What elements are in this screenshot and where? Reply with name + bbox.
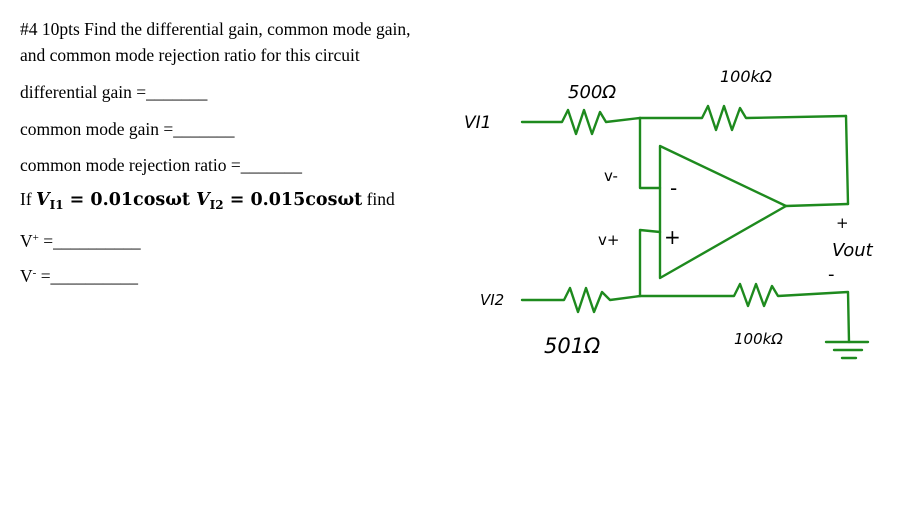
- cmrr-line: common mode rejection ratio =_______: [20, 154, 302, 176]
- vminus-label: V: [20, 266, 33, 286]
- find-word: find: [362, 189, 395, 209]
- vi2-expression: = 0.015cosωt: [223, 190, 363, 210]
- output-label: Vout: [832, 240, 874, 261]
- wire-noninverting-input: [638, 228, 662, 298]
- input-signals-line: If VI1 = 0.01cosωt VI2 = 0.015cosωt find: [20, 188, 395, 216]
- vplus-label: V: [20, 231, 33, 251]
- r2-label: 100kΩ: [720, 67, 773, 86]
- common-mode-gain-line: common mode gain =_______: [20, 118, 235, 140]
- vi1-subscript: I1: [49, 198, 64, 212]
- cmrr-blank: _______: [240, 155, 303, 175]
- wire-output: [784, 202, 850, 208]
- resistor-r2: [638, 104, 848, 132]
- cmrr-label: common mode rejection ratio =: [20, 155, 241, 175]
- common-mode-gain-blank: _______: [173, 119, 235, 139]
- vminus-superscript: -: [32, 267, 37, 279]
- resistor-r3: [520, 286, 642, 314]
- vi2-subscript: I2: [209, 198, 224, 212]
- vi1-equation: VI1 = 0.01cosωt: [36, 190, 197, 212]
- vi1-label: VI1: [464, 113, 491, 133]
- vminus-node-label: v-: [604, 167, 618, 185]
- vi1-expression: = 0.01cosωt: [63, 190, 197, 210]
- r1-label: 500Ω: [568, 82, 616, 103]
- r4-label: 100kΩ: [734, 330, 783, 348]
- vplus-node-label: v+: [598, 231, 619, 249]
- resistor-r4: [638, 282, 851, 344]
- inverting-sign: -: [670, 176, 677, 200]
- circuit-wires: [520, 104, 870, 360]
- vplus-line: V+ =__________: [20, 227, 141, 252]
- op-amp-triangle: [658, 144, 788, 280]
- common-mode-gain-label: common mode gain =: [20, 119, 174, 139]
- differential-gain-label: differential gain =: [20, 82, 147, 102]
- vplus-superscript: +: [32, 232, 39, 244]
- vi1-symbol: V: [36, 190, 50, 210]
- wire-feedback-to-output: [844, 114, 850, 206]
- question-title-line1: #4 10pts Find the differential gain, com…: [20, 19, 411, 39]
- vi2-symbol: V: [196, 190, 210, 210]
- output-minus-sign: -: [828, 264, 835, 285]
- vminus-line: V- =__________: [20, 262, 138, 287]
- vi2-equation: VI2 = 0.015cosωt: [196, 190, 363, 212]
- question-title-line2: and common mode rejection ratio for this…: [20, 45, 360, 65]
- vminus-blank: =__________: [36, 266, 139, 286]
- resistor-r1: [520, 108, 642, 136]
- wire-inverting-input: [638, 116, 662, 190]
- r3-label: 501Ω: [544, 334, 600, 358]
- output-plus-sign: +: [836, 214, 849, 232]
- if-prefix: If: [20, 189, 37, 209]
- differential-gain-blank: _______: [146, 82, 208, 102]
- differential-gain-line: differential gain =_______: [20, 81, 207, 103]
- vi2-label: VI2: [480, 291, 504, 309]
- noninverting-sign: +: [664, 225, 681, 249]
- ground-symbol: [824, 340, 870, 360]
- vplus-blank: =__________: [38, 231, 141, 251]
